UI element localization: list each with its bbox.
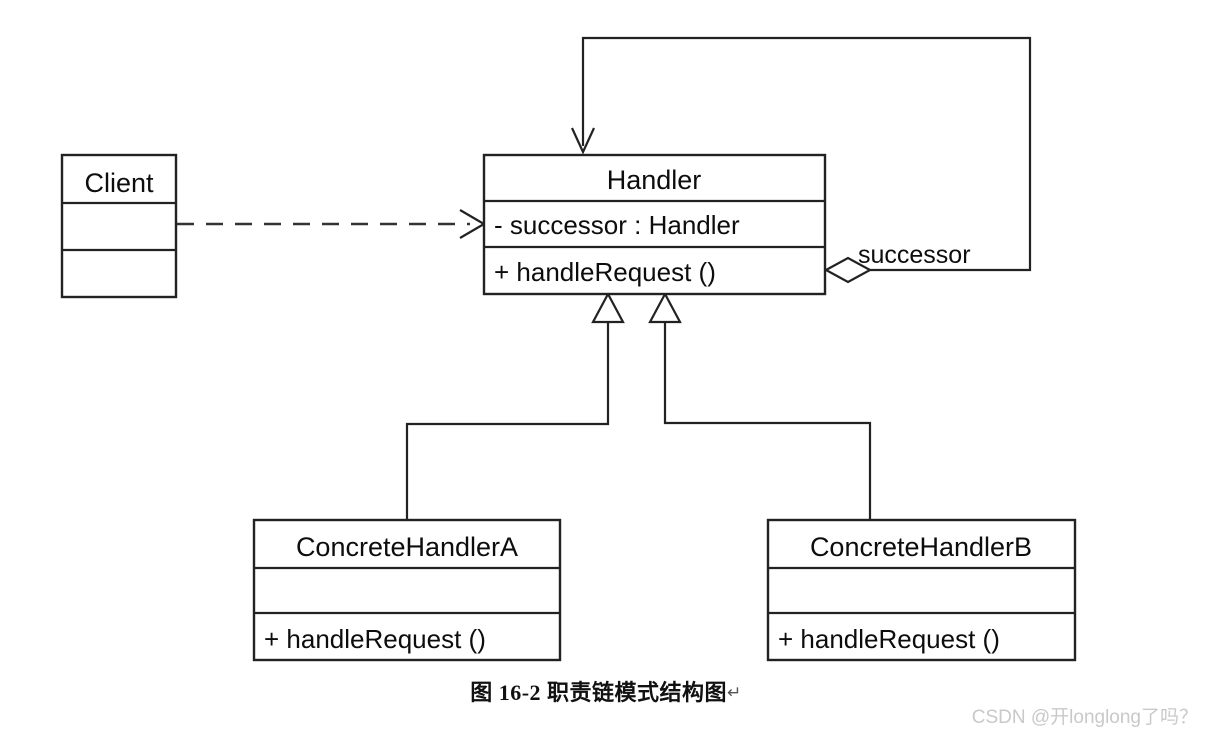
successor-arrowhead: [571, 127, 595, 155]
csdn-watermark: CSDN @开longlong了吗？: [971, 707, 1198, 728]
handler-box-outline: [482, 153, 827, 296]
concrete-handler-a-class-name: ConcreteHandlerA: [296, 532, 518, 562]
class-box-concrete-handler-a[interactable]: ConcreteHandlerA + handleRequest (): [252, 518, 562, 662]
relationship-client-dependency: [177, 209, 487, 239]
handler-operation-handlerequest: + handleRequest (): [494, 257, 716, 287]
successor-association-line: [581, 36, 1032, 272]
relationship-a-generalization: [405, 291, 625, 520]
pilcrow-mark: ↵: [727, 683, 742, 702]
class-box-handler[interactable]: Handler - successor : Handler + handleRe…: [482, 153, 827, 296]
concrete-handler-a-operation-handlerequest: + handleRequest (): [264, 624, 486, 654]
concrete-handler-a-box-outline: [252, 518, 562, 662]
generalization-a-triangle-icon: [591, 291, 625, 324]
concrete-handler-b-class-name: ConcreteHandlerB: [810, 532, 1032, 562]
dependency-arrowhead: [459, 209, 487, 239]
generalization-a-line: [405, 322, 610, 520]
handler-class-name: Handler: [607, 165, 702, 195]
figure-caption: 图 16-2 职责链模式结构图↵: [0, 675, 1212, 707]
class-box-client[interactable]: Client: [60, 153, 178, 299]
successor-role-label: successor: [858, 241, 971, 269]
aggregation-diamond-icon: [823, 256, 873, 284]
generalization-b-line: [663, 322, 872, 520]
concrete-handler-b-box-outline: [766, 518, 1077, 662]
relationship-handler-successor: [571, 36, 1032, 284]
handler-attribute-successor: - successor : Handler: [494, 210, 740, 240]
relationship-b-generalization: [648, 291, 872, 520]
class-box-concrete-handler-b[interactable]: ConcreteHandlerB + handleRequest (): [766, 518, 1077, 662]
figure-caption-text: 图 16-2 职责链模式结构图: [470, 680, 728, 705]
client-box-outline: [60, 153, 178, 299]
generalization-b-triangle-icon: [648, 291, 682, 324]
client-class-name: Client: [84, 168, 154, 198]
concrete-handler-b-operation-handlerequest: + handleRequest (): [778, 624, 1000, 654]
